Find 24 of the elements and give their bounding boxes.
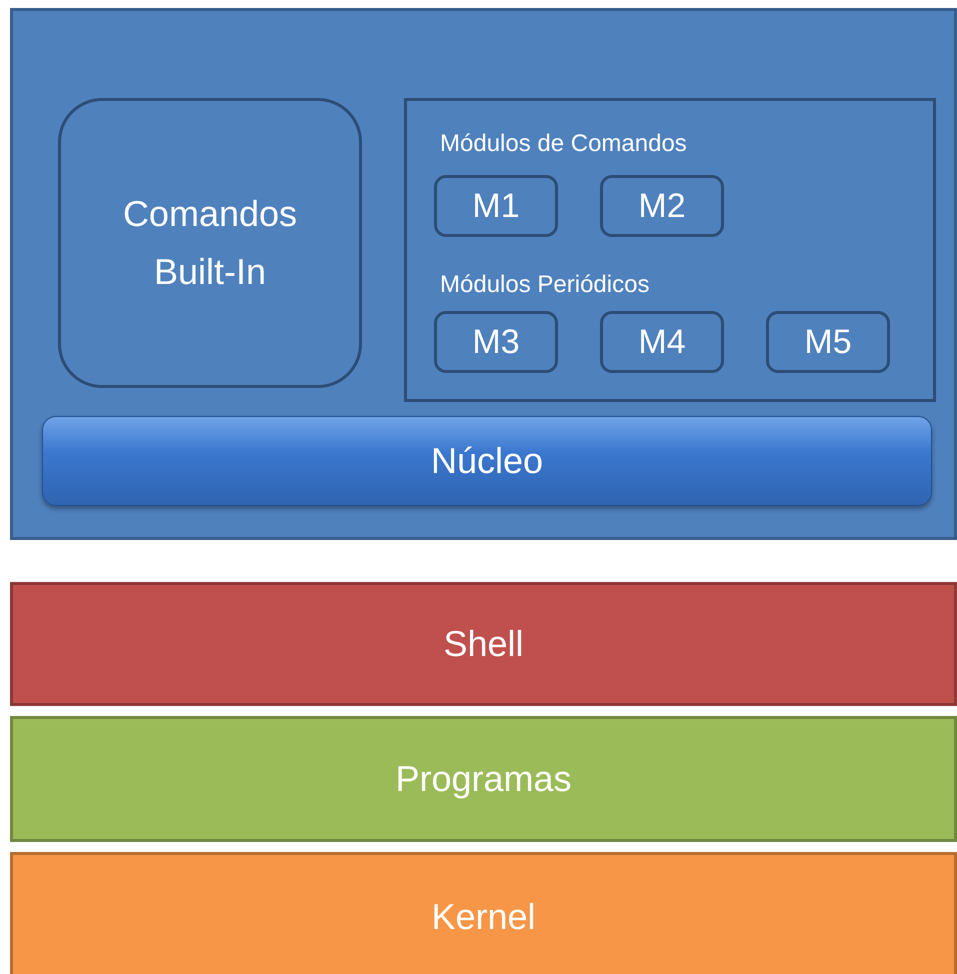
layer-box xyxy=(58,98,362,388)
node-label: Kernel xyxy=(431,895,536,940)
layer-box xyxy=(42,416,932,506)
layer-box xyxy=(10,852,957,974)
layer-box xyxy=(434,311,558,373)
node-label: M4 xyxy=(638,322,686,363)
layer-box xyxy=(600,175,724,237)
node-label: M3 xyxy=(472,322,520,363)
node-label: M1 xyxy=(472,186,520,227)
node-label: M2 xyxy=(638,186,686,227)
group-heading: Módulos Periódicos xyxy=(440,270,650,300)
group-heading: Módulos de Comandos xyxy=(440,129,687,159)
layer-box xyxy=(10,582,957,706)
node-label: Programas xyxy=(395,757,572,802)
node-label: Núcleo xyxy=(430,439,544,484)
layer-box xyxy=(766,311,890,373)
container-box xyxy=(10,8,957,540)
module-panel xyxy=(404,98,936,402)
node-label: Comandos Built-In xyxy=(122,192,298,294)
layer-box xyxy=(434,175,558,237)
layer-box xyxy=(600,311,724,373)
node-label: Shell xyxy=(443,622,524,666)
layer-box xyxy=(10,716,957,842)
node-label: M5 xyxy=(804,322,852,363)
